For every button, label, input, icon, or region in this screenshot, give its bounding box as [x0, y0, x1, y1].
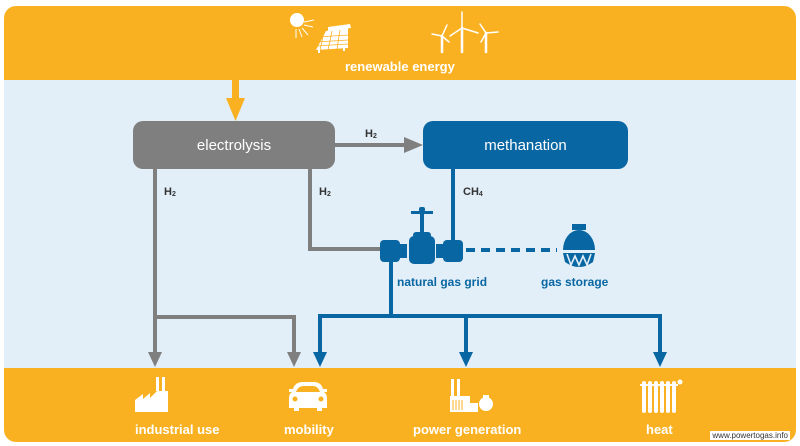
use-label-power-generation: power generation [413, 422, 522, 437]
radiator-icon [640, 379, 683, 413]
pipe-valve-icon [380, 207, 463, 264]
ch4-label-sub: 4 [478, 191, 483, 198]
use-label-heat: heat [646, 422, 673, 437]
h2-label-right-base: H [319, 186, 327, 198]
h2-to-methanation-arrow [335, 137, 423, 153]
ch4-line [451, 169, 455, 247]
h2-label-left-base: H [164, 186, 172, 198]
solar-panel-icon [315, 24, 351, 53]
h2-label-left: H2 [164, 186, 176, 198]
methanation-node: methanation [423, 121, 628, 169]
h2-to-industrial-arrow [148, 169, 162, 367]
renewable-to-electrolysis-arrow [226, 78, 245, 121]
methanation-label: methanation [484, 136, 567, 154]
renewable-energy-band [4, 6, 796, 80]
use-label-industrial: industrial use [135, 422, 220, 437]
h2-to-grid-line [308, 169, 385, 251]
natural-gas-grid-label: natural gas grid [397, 275, 488, 289]
sun-icon [290, 13, 315, 38]
ch4-label: CH4 [463, 186, 483, 198]
source-credit: www.powertogas.info [710, 431, 790, 440]
h2-label-top: H2 [365, 128, 377, 140]
gas-grid-distribution [313, 258, 667, 367]
factory-icon [135, 377, 168, 412]
gas-storage-label: gas storage [541, 275, 609, 289]
h2-label-right-sub: 2 [326, 191, 331, 198]
h2-label-right: H2 [319, 186, 331, 198]
h2-to-mobility-arrow [155, 315, 301, 367]
h2-label-left-sub: 2 [171, 191, 176, 198]
renewable-energy-label: renewable energy [345, 59, 455, 74]
gas-storage-tank-icon [563, 224, 595, 268]
use-label-mobility: mobility [284, 422, 334, 437]
power-plant-icon [450, 379, 493, 412]
h2-label-top-base: H [365, 128, 373, 140]
car-icon [289, 382, 327, 411]
wind-turbines-icon [431, 11, 499, 54]
electrolysis-node: electrolysis [133, 121, 335, 169]
ch4-label-base: CH [463, 186, 479, 198]
electrolysis-label: electrolysis [196, 136, 272, 154]
h2-label-top-sub: 2 [372, 133, 377, 140]
